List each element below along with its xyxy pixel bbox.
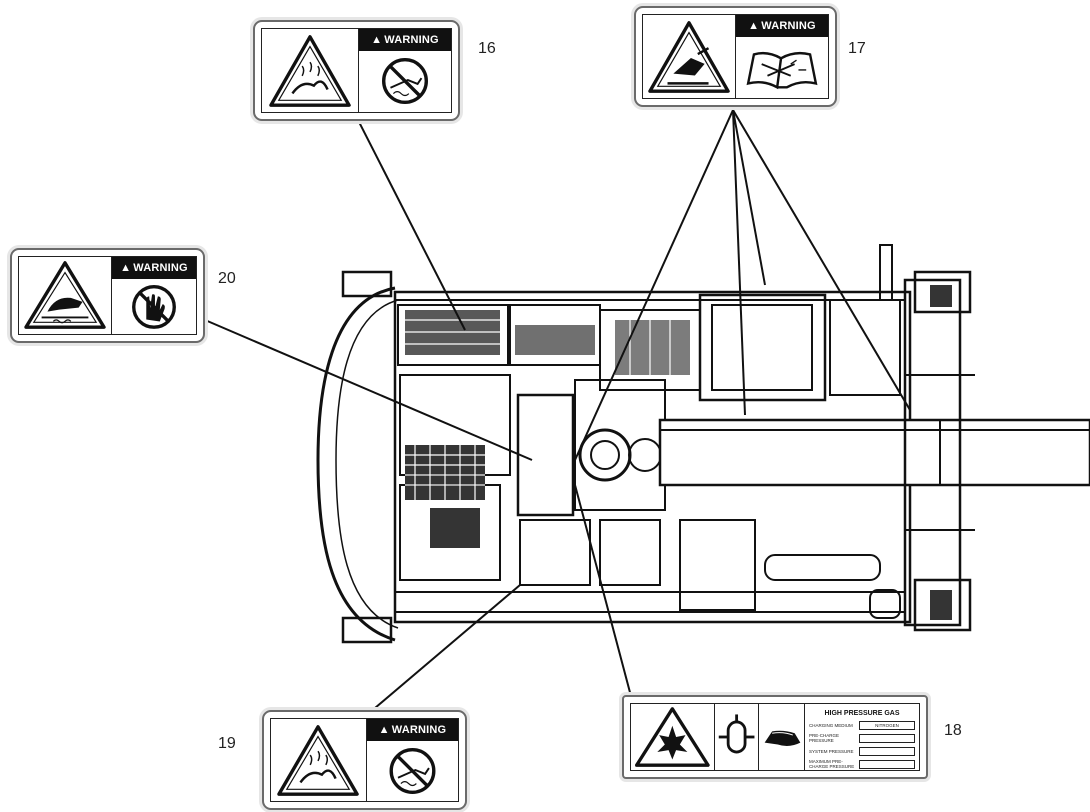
gas-info-row: SYSTEM PRESSURE <box>809 746 915 756</box>
callout-18: 18 <box>944 722 962 739</box>
no-open-hot-radiator-icon <box>382 58 428 105</box>
hot-fluid-hazard-icon <box>277 725 359 796</box>
warning-header: ▲WARNING <box>359 29 451 51</box>
warning-header: ▲WARNING <box>736 15 828 37</box>
hazard-cell <box>271 719 367 801</box>
gas-info-row: CHARGING MEDIUM NITROGEN <box>809 720 915 730</box>
hazard-cell <box>643 15 736 98</box>
gas-info-value <box>859 759 915 769</box>
callout-16: 16 <box>478 40 496 57</box>
hazard-cell <box>262 29 359 112</box>
gas-info-row: MAXIMUM PRE-CHARGE PRESSURE <box>809 759 915 769</box>
warning-cell: ▲WARNING <box>359 29 451 112</box>
gas-info-label: SYSTEM PRESSURE <box>809 748 854 754</box>
callout-19: 19 <box>218 735 236 752</box>
warning-decal-20: ▲WARNING <box>10 248 205 343</box>
gas-info-label: PRE-CHARGE PRESSURE <box>809 733 840 743</box>
hot-fluid-hazard-icon <box>269 35 351 107</box>
warning-cell: ▲WARNING <box>367 719 458 801</box>
no-open-hot-radiator-icon <box>389 748 436 794</box>
high-pressure-gas-decal-18: HIGH PRESSURE GAS CHARGING MEDIUM NITROG… <box>622 695 928 779</box>
accumulator-icon <box>718 714 755 754</box>
no-touch-hand-icon <box>132 285 176 329</box>
hazard-cell <box>19 257 112 334</box>
hot-surface-hazard-icon <box>24 261 106 329</box>
gas-info-panel: HIGH PRESSURE GAS CHARGING MEDIUM NITROG… <box>805 704 919 770</box>
warning-header: ▲WARNING <box>367 719 458 741</box>
warning-cell: ▲WARNING <box>112 257 196 334</box>
read-manual-icon <box>746 51 818 90</box>
accumulator-cell <box>715 704 759 770</box>
manual-icon <box>764 730 801 747</box>
gas-info-value <box>859 733 915 743</box>
crush-hazard-icon <box>648 21 730 93</box>
warning-cell: ▲WARNING <box>736 15 828 98</box>
gas-info-value <box>859 746 915 756</box>
callout-20: 20 <box>218 270 236 287</box>
manual-cell <box>759 704 805 770</box>
gas-info-row: PRE-CHARGE PRESSURE <box>809 733 915 743</box>
gas-info-value: NITROGEN <box>859 720 915 730</box>
callout-17: 17 <box>848 40 866 57</box>
gas-info-label: MAXIMUM PRE-CHARGE PRESSURE <box>809 759 855 769</box>
explosion-hazard-icon <box>634 707 710 767</box>
warning-header: ▲WARNING <box>112 257 196 279</box>
gas-info-title: HIGH PRESSURE GAS <box>824 710 900 717</box>
hazard-cell <box>631 704 715 770</box>
gas-info-label: CHARGING MEDIUM <box>809 722 853 728</box>
warning-decal-19: ▲WARNING <box>262 710 467 810</box>
warning-decal-17: ▲WARNING <box>634 6 837 107</box>
warning-decal-16: ▲WARNING <box>253 20 460 121</box>
